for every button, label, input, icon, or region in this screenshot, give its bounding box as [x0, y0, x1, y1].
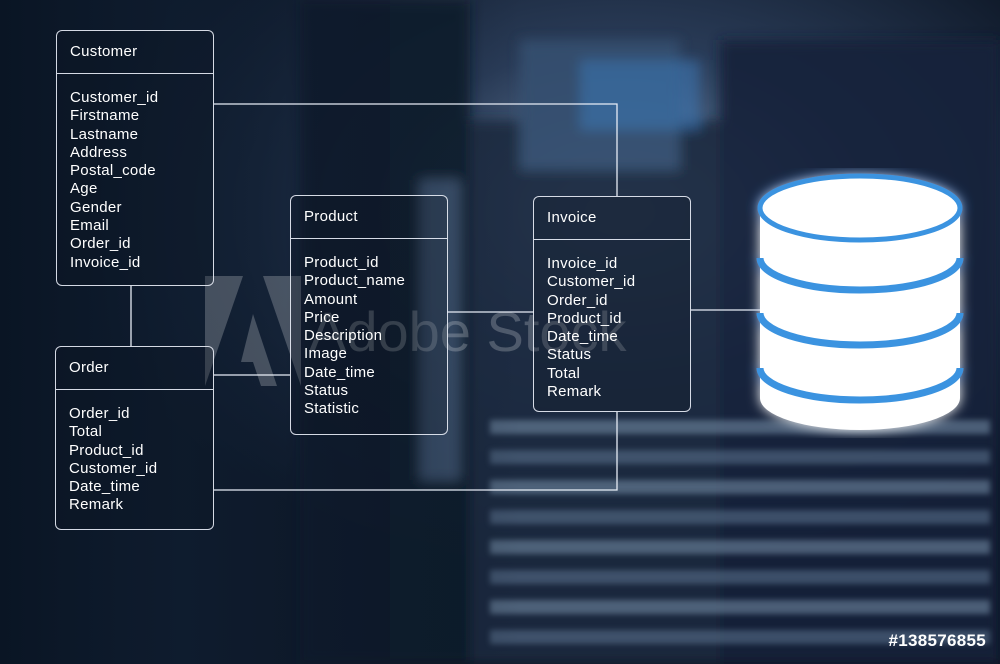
field-list: Product_id Product_name Amount Price Des… — [291, 239, 447, 419]
field: Product_id — [69, 441, 144, 459]
field: Address — [70, 143, 128, 161]
field: Amount — [304, 290, 358, 308]
entity-title: Customer — [57, 31, 213, 74]
field: Email — [70, 217, 110, 235]
entity-title: Product — [291, 196, 447, 239]
field: Status — [304, 382, 349, 400]
field: Status — [547, 346, 592, 364]
field: Invoice_id — [70, 253, 141, 271]
field: Date_time — [69, 478, 141, 496]
field: Customer_id — [70, 89, 159, 106]
stock-id: #138576855 — [888, 631, 986, 650]
field: Customer_id — [547, 273, 636, 291]
field-list: Invoice_id Customer_id Order_id Product_… — [534, 240, 690, 401]
entity-title: Invoice — [534, 197, 690, 240]
field: Customer_id — [69, 459, 158, 477]
field: Total — [69, 423, 103, 441]
field: Lastname — [70, 125, 139, 143]
field: Image — [304, 345, 348, 363]
field: Order_id — [70, 235, 131, 253]
field: Statistic — [304, 400, 360, 418]
database-icon — [756, 173, 964, 430]
field: Invoice_id — [547, 255, 618, 272]
field: Remark — [547, 383, 602, 401]
field: Order_id — [69, 405, 130, 422]
field: Postal_code — [70, 162, 156, 180]
field: Product_name — [304, 272, 406, 290]
entity-product: Product Product_id Product_name Amount P… — [290, 195, 448, 435]
field-list: Customer_id Firstname Lastname Address P… — [57, 74, 213, 272]
field: Total — [547, 364, 581, 382]
field: Product_id — [304, 254, 379, 271]
entity-invoice: Invoice Invoice_id Customer_id Order_id … — [533, 196, 691, 412]
field: Date_time — [547, 328, 619, 346]
field: Age — [70, 180, 98, 198]
field-list: Order_id Total Product_id Customer_id Da… — [56, 390, 213, 515]
field: Date_time — [304, 363, 376, 381]
field: Product_id — [547, 309, 622, 327]
entity-order: Order Order_id Total Product_id Customer… — [55, 346, 214, 530]
field: Remark — [69, 496, 124, 514]
entity-customer: Customer Customer_id Firstname Lastname … — [56, 30, 214, 286]
field: Description — [304, 327, 383, 345]
field: Firstname — [70, 107, 140, 125]
field: Order_id — [547, 291, 608, 309]
field: Price — [304, 308, 340, 326]
field: Gender — [70, 198, 122, 216]
entity-title: Order — [56, 347, 213, 390]
